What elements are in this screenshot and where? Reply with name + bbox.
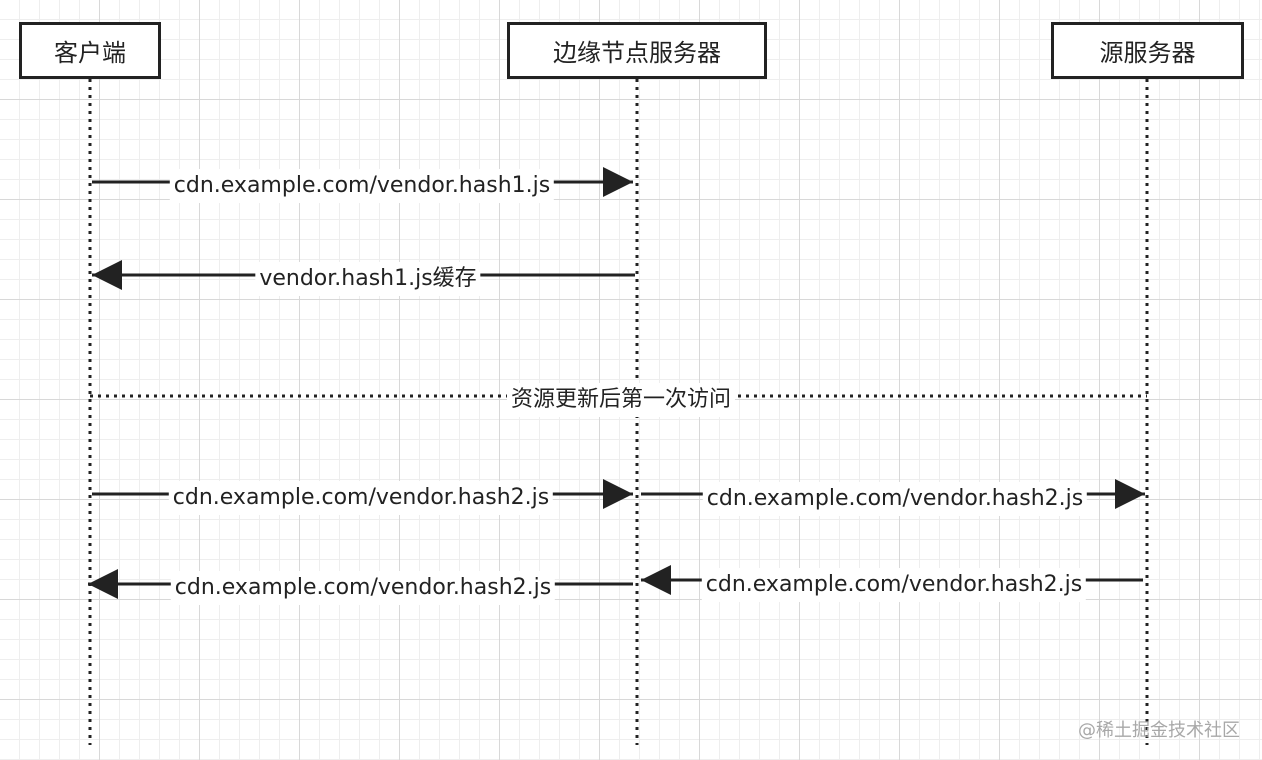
message-label-5: cdn.example.com/vendor.hash2.js — [168, 481, 554, 515]
divider-label: 资源更新后第一次访问 — [506, 383, 736, 417]
message-label-2: vendor.hash1.js缓存 — [255, 262, 481, 296]
participant-client: 客户端 — [19, 22, 161, 79]
message-label-4: cdn.example.com/vendor.hash2.js — [701, 568, 1087, 602]
message-label-1: cdn.example.com/vendor.hash1.js — [169, 169, 555, 203]
message-label-3: cdn.example.com/vendor.hash2.js — [702, 482, 1088, 516]
message-label-6: cdn.example.com/vendor.hash2.js — [170, 571, 556, 605]
participant-origin-server: 源服务器 — [1051, 22, 1244, 79]
participant-edge-server: 边缘节点服务器 — [507, 22, 767, 79]
lifelines — [88, 79, 1149, 745]
watermark-text: @稀土掘金技术社区 — [1078, 720, 1240, 741]
